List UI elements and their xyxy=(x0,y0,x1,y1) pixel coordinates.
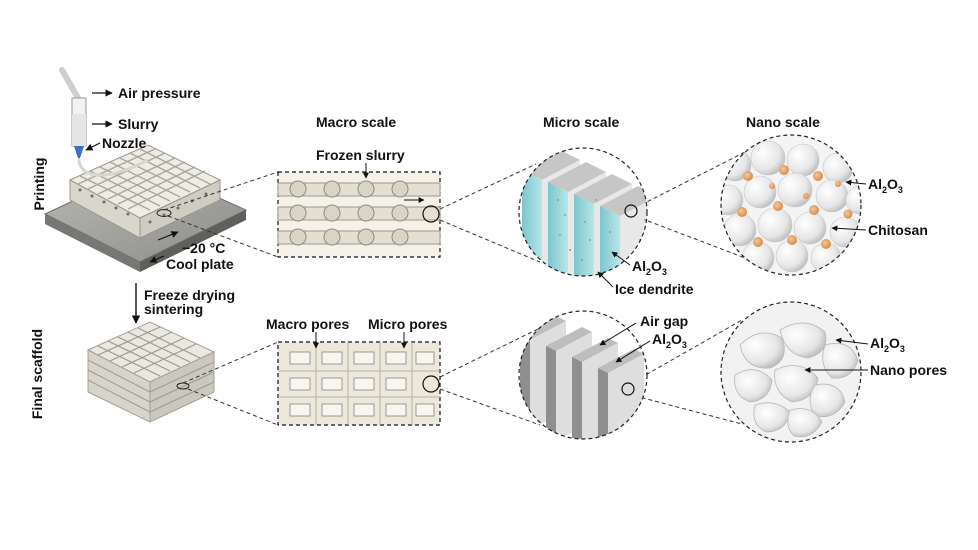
al2o3-label-micro-top: Al2O3 xyxy=(632,258,667,277)
slurry-label: Slurry xyxy=(118,116,159,132)
micro-air-gap-view xyxy=(518,310,651,440)
frozen-slurry-label: Frozen slurry xyxy=(316,147,405,163)
cool-plate-label: Cool plate xyxy=(166,256,234,272)
temperature-label: −20 °C xyxy=(182,240,226,256)
header-nano-scale: Nano scale xyxy=(746,114,820,130)
header-macro-scale: Macro scale xyxy=(316,114,397,130)
al2o3-label-nano-bottom: Al2O3 xyxy=(870,335,905,354)
nano-pores-label: Nano pores xyxy=(870,362,948,378)
syringe-nozzle xyxy=(59,67,149,177)
final-scaffold-cube xyxy=(86,321,216,423)
al2o3-label-micro-bottom: Al2O3 xyxy=(652,331,687,350)
row-label-final-scaffold: Final scaffold xyxy=(29,328,45,420)
row-label-printing: Printing xyxy=(31,157,47,211)
printing-arrows xyxy=(85,89,179,263)
ice-dendrite-label: Ice dendrite xyxy=(615,281,694,297)
macro-pores-panel xyxy=(277,332,441,426)
macro-pores-label: Macro pores xyxy=(266,316,350,332)
process-line-2: sintering xyxy=(144,301,204,317)
process-line-1: Freeze drying xyxy=(144,287,236,303)
air-gap-label: Air gap xyxy=(640,313,689,329)
header-micro-scale: Micro scale xyxy=(543,114,620,130)
chitosan-label: Chitosan xyxy=(868,222,928,238)
air-pressure-label: Air pressure xyxy=(118,85,201,101)
macro-frozen-slurry-panel xyxy=(277,163,441,258)
nano-pores-view xyxy=(720,301,869,443)
nozzle-label: Nozzle xyxy=(102,135,147,151)
al2o3-label-nano-top: Al2O3 xyxy=(868,176,903,195)
micro-pores-label: Micro pores xyxy=(368,316,448,332)
